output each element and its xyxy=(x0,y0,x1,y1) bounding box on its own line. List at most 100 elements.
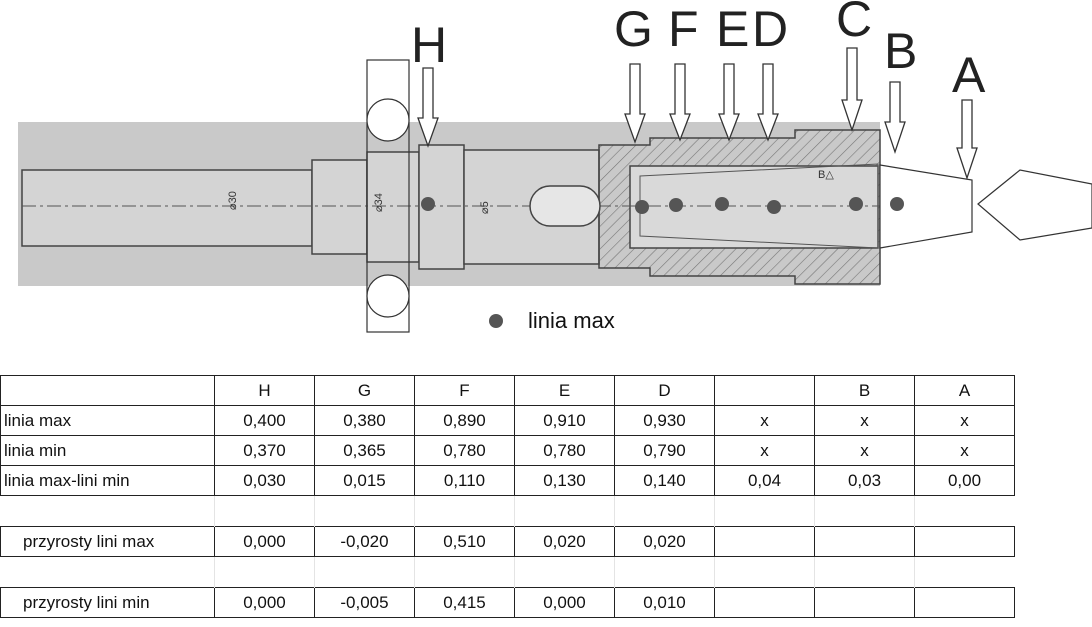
point-d xyxy=(767,200,781,214)
label-h: H xyxy=(411,17,447,73)
table-cell: 0,04 xyxy=(714,465,815,496)
table-cell: -0,005 xyxy=(314,587,415,618)
header-cell: F xyxy=(414,375,515,406)
header-cell xyxy=(714,375,815,406)
table-cell: 0,010 xyxy=(614,587,715,618)
table-cell: 0,910 xyxy=(514,405,615,436)
row-label: linia max xyxy=(0,405,215,436)
row-label: przyrosty lini max xyxy=(0,526,215,557)
point-h xyxy=(421,197,435,211)
table-cell: x xyxy=(714,435,815,466)
arrow-c xyxy=(841,47,863,133)
table-cell: 0,400 xyxy=(214,405,315,436)
arrow-f xyxy=(669,63,691,142)
table-row: linia max 0,400 0,380 0,890 0,910 0,930 … xyxy=(0,405,1015,436)
header-cell: E xyxy=(514,375,615,406)
arrows xyxy=(417,47,978,181)
table-cell: 0,00 xyxy=(914,465,1015,496)
arrow-g xyxy=(624,63,646,144)
table-cell: 0,000 xyxy=(514,587,615,618)
slot xyxy=(529,185,601,227)
roller-bottom xyxy=(366,274,410,318)
roller-frame xyxy=(366,59,410,333)
row-label: linia max-lini min xyxy=(0,465,215,496)
table-row: linia min 0,370 0,365 0,780 0,780 0,790 … xyxy=(0,435,1015,466)
table-cell: 0,110 xyxy=(414,465,515,496)
point-f xyxy=(669,198,683,212)
table-cell: 0,000 xyxy=(214,526,315,557)
header-cell: G xyxy=(314,375,415,406)
table-cell: 0,130 xyxy=(514,465,615,496)
arrow-b xyxy=(884,81,906,155)
spacer-row xyxy=(1,556,1015,588)
table-cell: 0,780 xyxy=(414,435,515,466)
dim-mark: B△ xyxy=(818,169,834,181)
roller-top xyxy=(366,98,410,142)
table-cell: 0,780 xyxy=(514,435,615,466)
taper-bore xyxy=(639,163,879,249)
table-cell: -0,020 xyxy=(314,526,415,557)
measurement-table: H G F E D B A linia max 0,400 0,380 0,89… xyxy=(0,375,1015,618)
point-b xyxy=(890,197,904,211)
table-cell: x xyxy=(714,405,815,436)
table-row: linia max-lini min 0,030 0,015 0,110 0,1… xyxy=(0,465,1015,496)
label-e: E xyxy=(716,1,749,57)
legend-label: linia max xyxy=(528,308,615,333)
table-cell: 0,890 xyxy=(414,405,515,436)
arrow-h xyxy=(417,67,439,148)
table-cell: 0,415 xyxy=(414,587,515,618)
table-row: przyrosty lini min 0,000 -0,005 0,415 0,… xyxy=(0,587,1015,618)
header-cell: A xyxy=(914,375,1015,406)
header-cell: H xyxy=(214,375,315,406)
table-cell: x xyxy=(914,405,1015,436)
table-cell: 0,365 xyxy=(314,435,415,466)
measurement-points xyxy=(421,197,904,214)
table-cell xyxy=(814,526,915,557)
header-cell: B xyxy=(814,375,915,406)
label-b: B xyxy=(884,23,917,79)
table-cell: x xyxy=(914,435,1015,466)
dim-mark: ⌀30 xyxy=(227,191,239,210)
point-tip-a xyxy=(977,169,1092,241)
table-header-row: H G F E D B A xyxy=(0,375,1015,406)
table-cell xyxy=(914,526,1015,557)
table-cell: 0,930 xyxy=(614,405,715,436)
table-cell: 0,03 xyxy=(814,465,915,496)
dim-mark: ⌀34 xyxy=(373,193,385,212)
table-cell xyxy=(914,587,1015,618)
table-cell: 0,380 xyxy=(314,405,415,436)
point-e xyxy=(715,197,729,211)
table-cell: 0,020 xyxy=(514,526,615,557)
table-cell: 0,510 xyxy=(414,526,515,557)
header-cell xyxy=(0,375,215,406)
table-cell: x xyxy=(814,435,915,466)
table-cell: 0,015 xyxy=(314,465,415,496)
point-c xyxy=(849,197,863,211)
label-f: F xyxy=(668,1,699,57)
table-cell: 0,020 xyxy=(614,526,715,557)
arrow-a xyxy=(956,99,978,181)
label-a: A xyxy=(952,47,986,103)
table-cell xyxy=(714,526,815,557)
table-cell: 0,000 xyxy=(214,587,315,618)
label-c: C xyxy=(836,0,872,47)
label-d: D xyxy=(752,1,788,57)
table-cell: x xyxy=(814,405,915,436)
table-cell xyxy=(814,587,915,618)
spacer-row xyxy=(1,495,1015,527)
dim-mark: ⌀5 xyxy=(479,201,491,214)
point-tip-b xyxy=(879,164,973,249)
table-cell: 0,140 xyxy=(614,465,715,496)
row-label: przyrosty lini min xyxy=(0,587,215,618)
label-g: G xyxy=(614,1,653,57)
table-cell xyxy=(714,587,815,618)
header-cell: D xyxy=(614,375,715,406)
table-row: przyrosty lini max 0,000 -0,020 0,510 0,… xyxy=(0,526,1015,557)
table-cell: 0,030 xyxy=(214,465,315,496)
legend-marker xyxy=(489,314,503,328)
table-cell: 0,790 xyxy=(614,435,715,466)
technical-drawing: ⌀30 ⌀34 ⌀5 B△ H G F E D C B A linia max xyxy=(18,0,1092,333)
arrow-d xyxy=(757,63,779,142)
point-g xyxy=(635,200,649,214)
table-cell: 0,370 xyxy=(214,435,315,466)
